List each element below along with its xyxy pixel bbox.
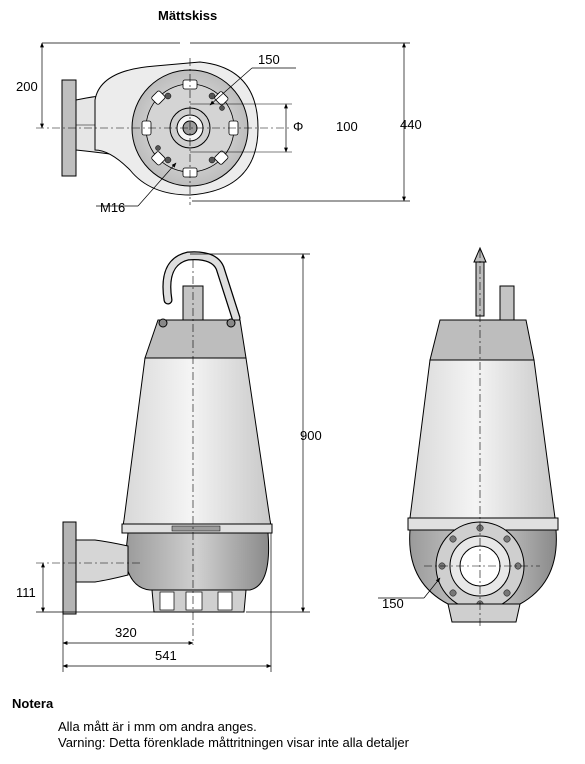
dim-111: 111	[16, 562, 154, 613]
side-discharge-pipe	[74, 539, 129, 583]
dim-150-top: 150	[209, 52, 296, 106]
dim-phi-100: Φ 100	[190, 103, 358, 153]
pump-dimension-drawing: Mättskiss	[16, 8, 559, 672]
dim-900-label: 900	[300, 428, 322, 443]
dim-100-label: 100	[336, 119, 358, 134]
dim-320: 320	[62, 614, 194, 672]
notes-line-warning: Varning: Detta förenklade måttritningen …	[58, 735, 409, 750]
front-cable-inlet	[499, 285, 515, 321]
front-base	[447, 603, 521, 623]
dim-200: 200	[16, 42, 180, 129]
dim-150-top-label: 150	[258, 52, 280, 67]
dim-phi-symbol: Φ	[293, 119, 303, 134]
dim-m16: M16	[96, 162, 177, 215]
dim-440-label: 440	[400, 117, 422, 132]
dim-m16-label: M16	[100, 200, 125, 215]
front-view: 150	[378, 246, 559, 628]
dim-150-front: 150	[378, 577, 441, 611]
side-view: 900 111 320 541	[16, 251, 322, 672]
drawing-title: Mättskiss	[158, 8, 217, 23]
notes-section: Notera Alla mått är i mm om andra anges.…	[12, 696, 572, 751]
dim-900: 900	[190, 253, 322, 613]
front-motor-body	[409, 359, 556, 519]
top-view: 200 150 Φ 100 440 M16	[16, 42, 422, 215]
notes-heading: Notera	[12, 696, 54, 711]
dim-150-front-label: 150	[382, 596, 404, 611]
side-pump-housing	[124, 532, 270, 591]
dim-541: 541	[62, 533, 272, 672]
side-motor-body	[123, 357, 271, 531]
dim-440: 440	[190, 42, 422, 202]
side-discharge-flange	[62, 521, 77, 615]
front-top-cap	[429, 319, 535, 361]
notes-line-units: Alla mått är i mm om andra anges.	[58, 719, 257, 734]
dim-111-label: 111	[16, 585, 36, 600]
dim-200-label: 200	[16, 79, 38, 94]
dim-320-label: 320	[115, 625, 137, 640]
dim-541-label: 541	[155, 648, 177, 663]
